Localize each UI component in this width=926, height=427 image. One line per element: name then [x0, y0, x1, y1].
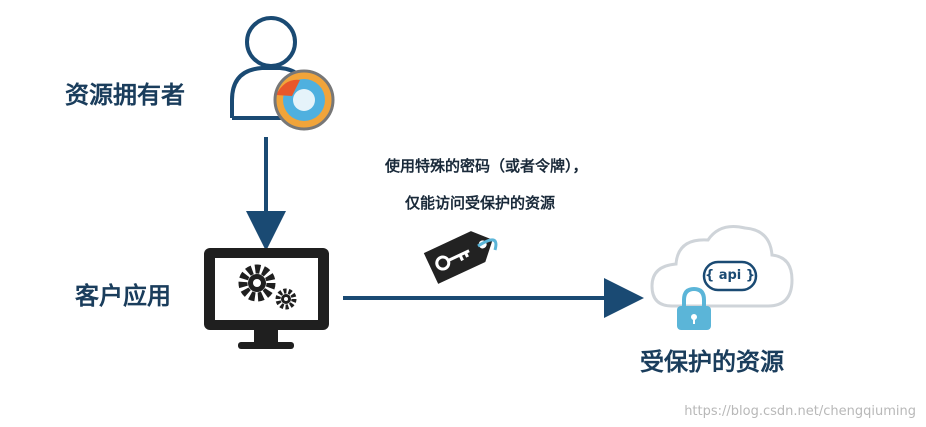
note-line-2: 仅能访问受保护的资源: [405, 194, 556, 212]
resource-label: 受保护的资源: [640, 348, 784, 376]
lock-icon: [677, 286, 711, 330]
gear-icon: [238, 264, 276, 302]
api-badge: [702, 260, 758, 292]
note-line-1: 使用特殊的密码（或者令牌），: [385, 157, 588, 175]
small-gear-icon: [275, 288, 297, 310]
client-label: 客户应用: [75, 282, 171, 310]
watermark: https://blog.csdn.net/chengqiuming: [684, 404, 916, 419]
browser-icon: [273, 69, 335, 131]
owner-label: 资源拥有者: [65, 81, 185, 109]
api-badge-label: { api }: [704, 268, 756, 283]
key-tag-icon: [423, 231, 493, 284]
monitor-icon: [204, 248, 329, 349]
tag-string: [477, 238, 498, 251]
